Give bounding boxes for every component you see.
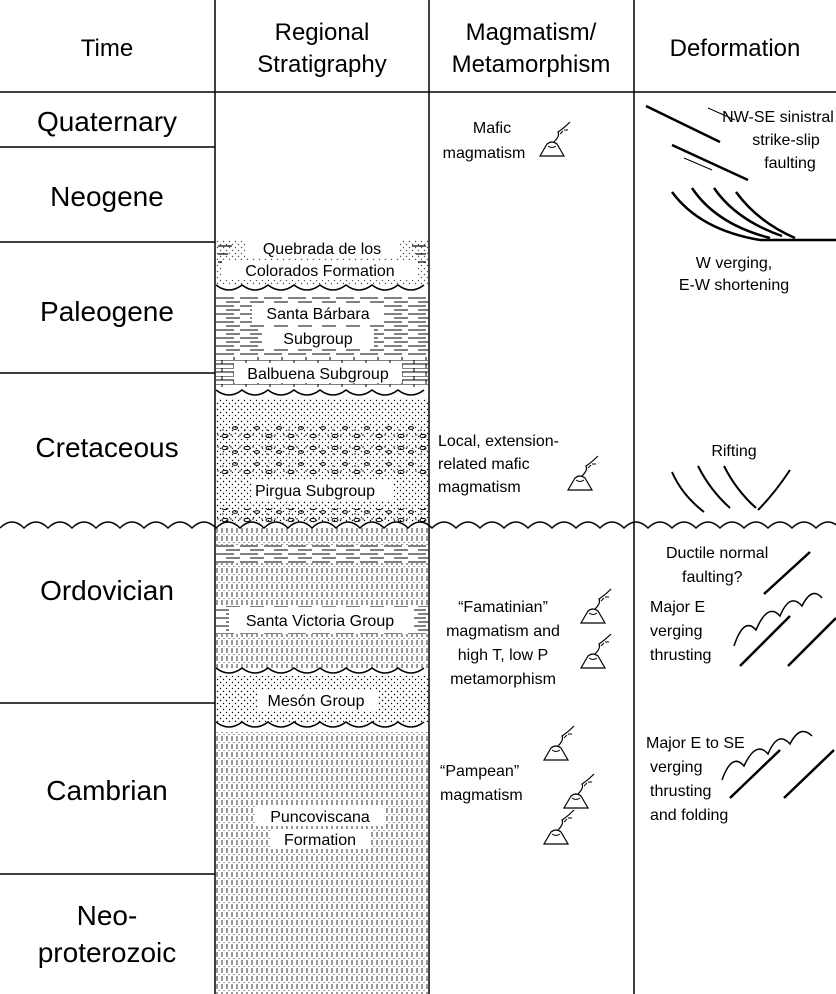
header-strat-line2: Stratigraphy <box>257 51 386 78</box>
header-time: Time <box>81 35 133 62</box>
volcano-icon <box>581 634 611 668</box>
strat-puncoviscana-line2: Formation <box>284 832 356 849</box>
magma-mafic-line2: magmatism <box>443 145 526 162</box>
deform-e-se-verging-line1: Major E to SE <box>646 735 745 752</box>
strat-quebrada-line2: Colorados Formation <box>245 263 394 280</box>
strat-santa-barbara-line1: Santa Bárbara <box>266 306 369 323</box>
header-magma-line1: Magmatism/ <box>466 19 597 46</box>
volcano-icon <box>581 589 611 623</box>
strat-puncoviscana-line1: Puncoviscana <box>270 809 370 826</box>
strat-santa-victoria: Santa Victoria Group <box>246 613 394 630</box>
strat-balbuena: Balbuena Subgroup <box>247 366 389 383</box>
deform-rifting: Rifting <box>711 443 756 460</box>
period-cambrian: Cambrian <box>46 775 167 806</box>
deform-strike-slip-line1: NW-SE sinistral <box>722 109 834 126</box>
magma-local-line3: magmatism <box>438 479 521 496</box>
period-quaternary: Quaternary <box>37 106 177 137</box>
magma-famatinian-line4: metamorphism <box>450 671 556 688</box>
major-unconformity <box>0 522 836 528</box>
strat-quebrada-line1: Quebrada de los <box>263 241 381 258</box>
deform-e-se-verging-line3: thrusting <box>650 783 711 800</box>
magma-local-line1: Local, extension- <box>438 433 559 450</box>
magma-pampean-line2: magmatism <box>440 787 523 804</box>
deform-e-verging-line2: verging <box>650 623 702 640</box>
deform-e-se-verging-line2: verging <box>650 759 702 776</box>
deform-w-verging-line1: W verging, <box>696 255 772 272</box>
deform-strike-slip-line3: faulting <box>764 155 816 172</box>
period-neoproterozoic-line2: proterozoic <box>38 937 177 968</box>
thrust-fan-symbol <box>672 188 836 240</box>
header-strat-line1: Regional <box>275 19 370 46</box>
strat-pirgua: Pirgua Subgroup <box>255 483 375 500</box>
period-ordovician: Ordovician <box>40 575 174 606</box>
header-magma-line2: Metamorphism <box>452 51 611 78</box>
period-neogene: Neogene <box>50 181 164 212</box>
deform-ductile-line2: faulting? <box>682 569 743 586</box>
period-paleogene: Paleogene <box>40 296 174 327</box>
volcano-icon <box>540 122 570 156</box>
deform-w-verging-line2: E-W shortening <box>679 277 789 294</box>
normal-fault-symbols <box>672 466 790 512</box>
period-neoproterozoic-line1: Neo- <box>77 900 138 931</box>
magma-local-line2: related mafic <box>438 456 530 473</box>
deform-e-verging-line1: Major E <box>650 599 705 616</box>
deform-e-se-verging-line4: and folding <box>650 807 728 824</box>
deform-e-verging-line3: thrusting <box>650 647 711 664</box>
volcano-icon <box>544 726 574 760</box>
deform-ductile-line1: Ductile normal <box>666 545 768 562</box>
volcano-icon <box>568 456 598 490</box>
period-cretaceous: Cretaceous <box>35 432 178 463</box>
strat-santa-barbara-line2: Subgroup <box>283 331 352 348</box>
ductile-fault-symbol <box>764 552 810 594</box>
magma-pampean-line1: “Pampean” <box>440 763 519 780</box>
magma-famatinian-line1: “Famatinian” <box>458 599 548 616</box>
thrust-fold-symbol <box>734 594 836 667</box>
volcano-icon <box>544 810 574 844</box>
header-deformation: Deformation <box>670 35 801 62</box>
volcano-icon <box>564 774 594 808</box>
strat-meson: Mesón Group <box>268 693 365 710</box>
magma-famatinian-line2: magmatism and <box>446 623 560 640</box>
magma-mafic-line1: Mafic <box>473 120 511 137</box>
deform-strike-slip-line2: strike-slip <box>752 132 820 149</box>
magma-famatinian-line3: high T, low P <box>458 647 548 664</box>
